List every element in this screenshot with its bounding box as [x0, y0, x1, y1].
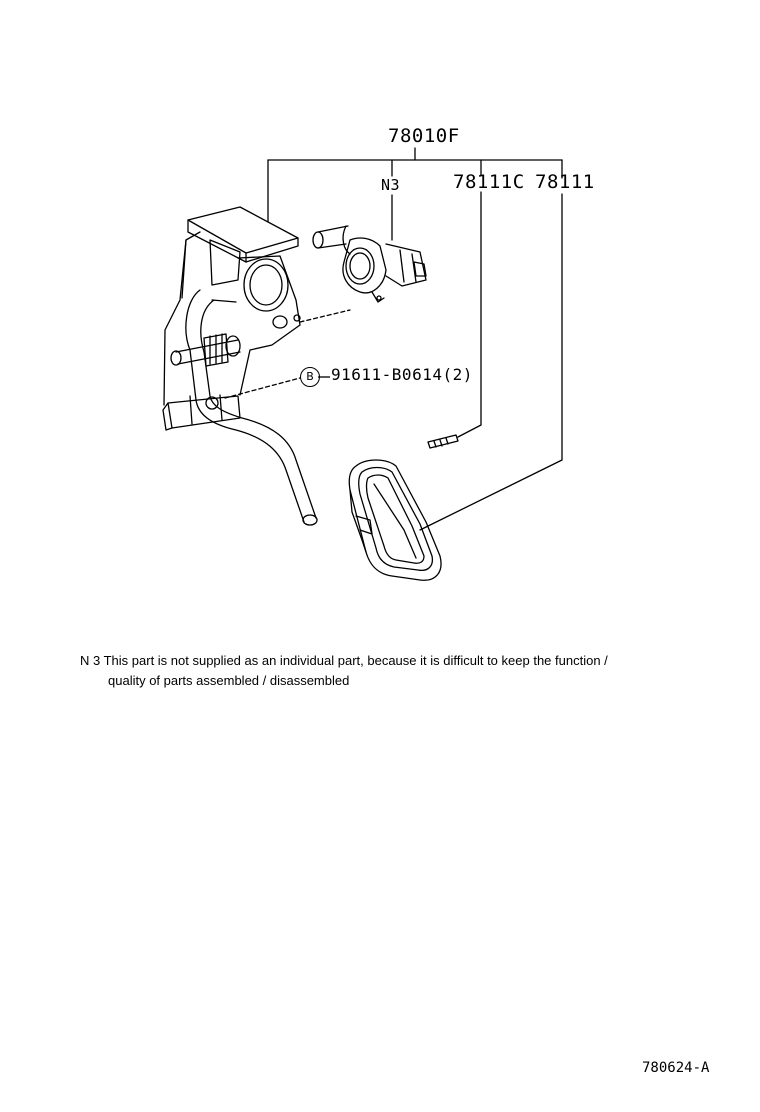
pedal-bracket: [163, 206, 301, 406]
pedal-pad: [348, 459, 442, 581]
callout-bolt: 91611-B0614(2): [331, 365, 473, 384]
footnote-line-2: quality of parts assembled / disassemble…: [108, 673, 350, 688]
pedal-illustration: [162, 147, 563, 581]
bolt-marker-badge: B: [300, 367, 320, 387]
callout-pad: 78111: [535, 171, 595, 193]
parts-diagram: 78010F N3 78111C 78111 B 91611-B0614(2): [162, 125, 595, 581]
callout-pin: 78111C: [453, 171, 525, 193]
pedal-arm: [185, 289, 318, 526]
sensor-assembly: [312, 225, 427, 303]
callout-assembly: 78010F: [388, 125, 460, 147]
figure-id: 780624-A: [642, 1060, 710, 1076]
pin-part: [427, 434, 459, 449]
footnote: N 3 This part is not supplied as an indi…: [80, 651, 720, 691]
pivot-shaft: [170, 333, 241, 367]
footnote-line-1: N 3 This part is not supplied as an indi…: [80, 653, 608, 668]
callout-note-ref: N3: [381, 176, 401, 194]
bolt-leader-dash: [318, 376, 330, 378]
leader-lines: [224, 147, 563, 531]
